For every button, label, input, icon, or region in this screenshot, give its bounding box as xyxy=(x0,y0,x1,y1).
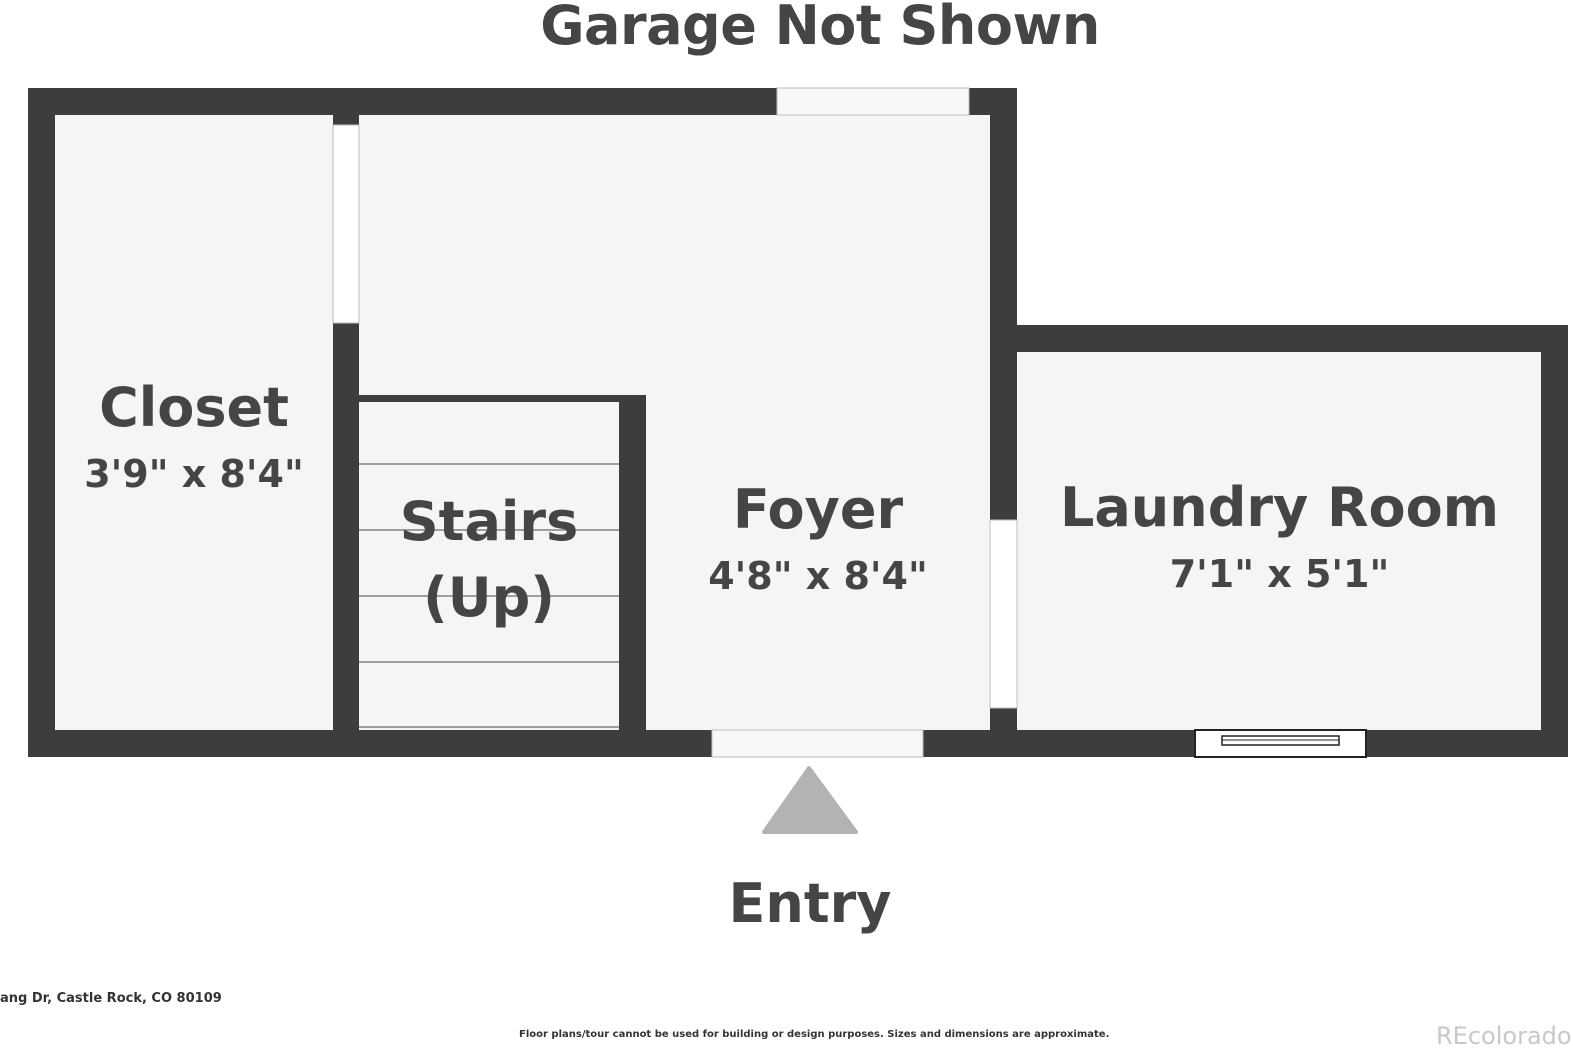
stairs-direction: (Up) xyxy=(423,566,555,629)
stairs-name: Stairs xyxy=(399,490,579,553)
laundry-floor xyxy=(1017,352,1542,730)
closet-doorway xyxy=(332,124,360,324)
foyer-floor xyxy=(359,115,990,730)
entry-label: Entry xyxy=(728,872,892,935)
entry-door xyxy=(711,729,924,758)
walls xyxy=(28,88,1568,757)
foyer-dims: 4'8" x 8'4" xyxy=(708,554,928,598)
stair-treads xyxy=(359,463,619,728)
closet-floor xyxy=(55,115,333,730)
top-window xyxy=(776,87,970,116)
entry-arrow-icon xyxy=(762,766,858,834)
laundry-doorway xyxy=(989,519,1018,709)
laundry-window xyxy=(1194,729,1367,758)
closet-dims: 3'9" x 8'4" xyxy=(84,452,304,496)
watermark-logo: REcolorado xyxy=(1436,1022,1572,1050)
foyer-name: Foyer xyxy=(732,478,904,541)
disclaimer: Floor plans/tour cannot be used for buil… xyxy=(519,1029,1110,1040)
laundry-dims: 7'1" x 5'1" xyxy=(1169,552,1390,596)
laundry-name: Laundry Room xyxy=(1059,476,1500,539)
plan-title: Garage Not Shown xyxy=(540,0,1100,57)
address: ang Dr, Castle Rock, CO 80109 xyxy=(0,991,222,1006)
closet-name: Closet xyxy=(99,376,289,439)
